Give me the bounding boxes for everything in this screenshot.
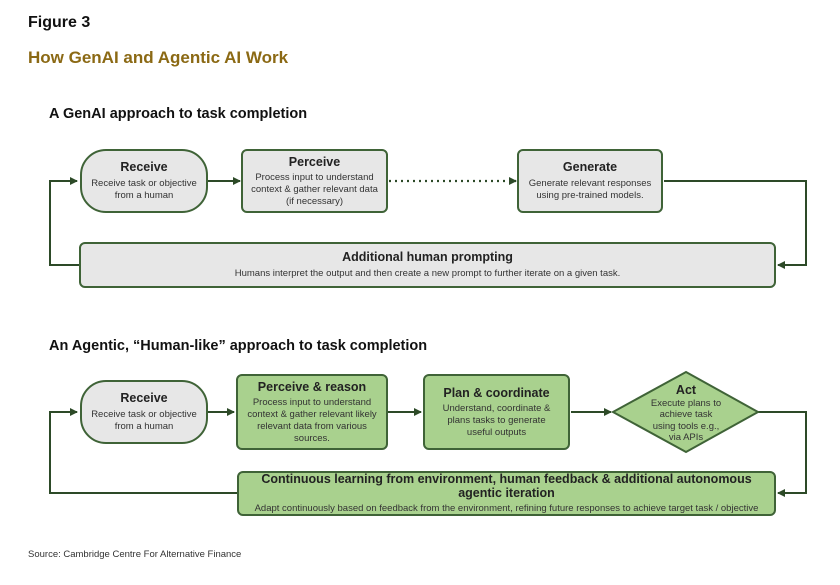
agentic-learning-box: Continuous learning from environment, hu… [237,471,776,516]
agentic-section-title: An Agentic, “Human-like” approach to tas… [49,338,428,354]
figure-title: How GenAI and Agentic AI Work [28,48,289,67]
genai-generate-heading: Generate [562,160,618,175]
genai-generate-box: Generate Generate relevant responses usi… [517,149,663,213]
agentic-perceive-box: Perceive & reason Process input to under… [236,374,388,450]
agentic-plan-text: Understand, coordinate & plans tasks to … [442,402,551,438]
genai-generate-text: Generate relevant responses using pre-tr… [528,177,652,201]
genai-receive-box: Receive Receive task or objective from a… [80,149,208,213]
source-note: Source: Cambridge Centre For Alternative… [28,549,242,560]
agentic-plan-box: Plan & coordinate Understand, coordinate… [423,374,570,450]
agentic-act-label: Act Execute plans to achieve task using … [640,380,732,446]
genai-perceive-text: Process input to understand context & ga… [251,171,378,207]
agentic-receive-text: Receive task or objective from a human [91,408,197,432]
agentic-plan-heading: Plan & coordinate [443,385,550,400]
agentic-act-text: Execute plans to achieve task using tool… [650,397,722,443]
genai-prompting-text: Humans interpret the output and then cre… [234,267,621,279]
genai-perceive-heading: Perceive [288,154,341,169]
genai-receive-text: Receive task or objective from a human [91,177,197,201]
agentic-perceive-text: Process input to understand context & ga… [247,396,377,444]
agentic-act-heading: Act [675,382,697,397]
genai-section-title: A GenAI approach to task completion [49,106,308,122]
arrow-generate-to-prompting [664,180,807,269]
arrow-act-to-learning [758,411,807,497]
agentic-receive-box: Receive Receive task or objective from a… [80,380,208,444]
genai-prompting-heading: Additional human prompting [342,250,513,265]
act-diamond [610,370,761,454]
arrow-learning-to-receive [49,408,237,494]
arrow-prompting-to-receive [49,177,80,266]
genai-prompting-box: Additional human prompting Humans interp… [79,242,776,288]
agentic-learning-text: Adapt continuously based on feedback fro… [254,503,759,515]
agentic-receive-heading: Receive [120,391,168,406]
agentic-perceive-heading: Perceive & reason [257,379,367,394]
genai-receive-heading: Receive [120,160,168,175]
agentic-learning-heading: Continuous learning from environment, hu… [261,471,752,501]
genai-perceive-box: Perceive Process input to understand con… [241,149,388,213]
figure-label: Figure 3 [28,14,91,31]
